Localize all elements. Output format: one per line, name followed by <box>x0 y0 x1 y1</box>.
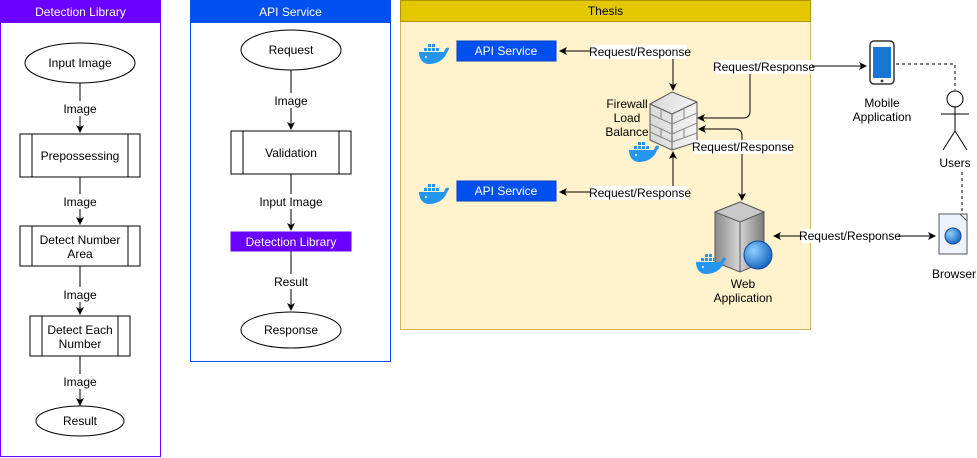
firewall-label-3: Balance <box>605 125 649 139</box>
firewall-icon <box>649 91 698 151</box>
edge-label: Image <box>63 102 97 116</box>
input-image-node <box>24 42 136 84</box>
request-label: Request <box>269 43 314 57</box>
edge-label: Image <box>63 195 97 209</box>
edge-label: Request/Response <box>589 45 691 59</box>
validation-label: Validation <box>265 146 317 160</box>
firewall-label-2: Load <box>614 111 641 125</box>
prepossessing-label: Prepossessing <box>41 149 120 163</box>
detect-each-number-label-1: Detect Each <box>47 323 112 337</box>
browser-label: Browser <box>932 267 976 281</box>
edge-label: Request/Response <box>799 229 901 243</box>
edge-label: Request/Response <box>692 140 794 154</box>
detection-library-node-label: Detection Library <box>246 235 337 249</box>
mobile-application-label-2: Application <box>853 110 912 124</box>
browser-icon <box>938 213 968 255</box>
edge-label: Request/Response <box>589 186 691 200</box>
request-node <box>240 29 342 71</box>
api-service-2-node <box>456 180 557 202</box>
server-icon <box>713 201 773 273</box>
input-image-label: Input Image <box>48 56 112 70</box>
detection-library-panel: Detection Library Image Image Image Imag… <box>0 0 161 457</box>
detection-library-node <box>230 231 352 252</box>
detect-number-area-label-1: Detect Number <box>40 233 121 247</box>
firewall-to-web-edge <box>698 125 746 201</box>
edge-label: Image <box>63 375 97 389</box>
prepossessing-node <box>19 133 141 178</box>
api-service-1-label: API Service <box>475 44 538 58</box>
api-service-2-label: API Service <box>475 184 538 198</box>
user-icon <box>941 90 969 151</box>
detect-each-number-label-2: Number <box>59 337 102 351</box>
web-application-label-1: Web <box>731 277 756 291</box>
api-service-panel: API Service Image Input Image Result Req… <box>190 0 391 362</box>
mobile-application-label-1: Mobile <box>864 96 900 110</box>
api-service-title: API Service <box>259 5 322 19</box>
response-label: Response <box>264 323 318 337</box>
thesis-title: Thesis <box>588 4 623 18</box>
edge-label: Input Image <box>259 195 323 209</box>
edge-label: Image <box>63 288 97 302</box>
edge-label: Image <box>274 94 308 108</box>
validation-node <box>230 130 352 175</box>
edge-label: Request/Response <box>713 60 815 74</box>
firewall-label-1: Firewall <box>606 97 647 111</box>
users-label: Users <box>939 156 970 170</box>
edge-label: Result <box>274 275 309 289</box>
api-service-1-node <box>456 40 557 62</box>
response-node <box>240 311 342 349</box>
detect-number-area-node <box>19 225 141 267</box>
detection-library-title: Detection Library <box>35 5 126 19</box>
web-application-label-2: Application <box>714 291 773 305</box>
detect-each-number-node <box>29 315 131 357</box>
detect-number-area-label-2: Area <box>67 247 93 261</box>
result-node <box>35 405 125 437</box>
phone-icon <box>869 40 895 85</box>
result-label: Result <box>63 414 98 428</box>
users-to-mobile-link <box>896 63 956 90</box>
